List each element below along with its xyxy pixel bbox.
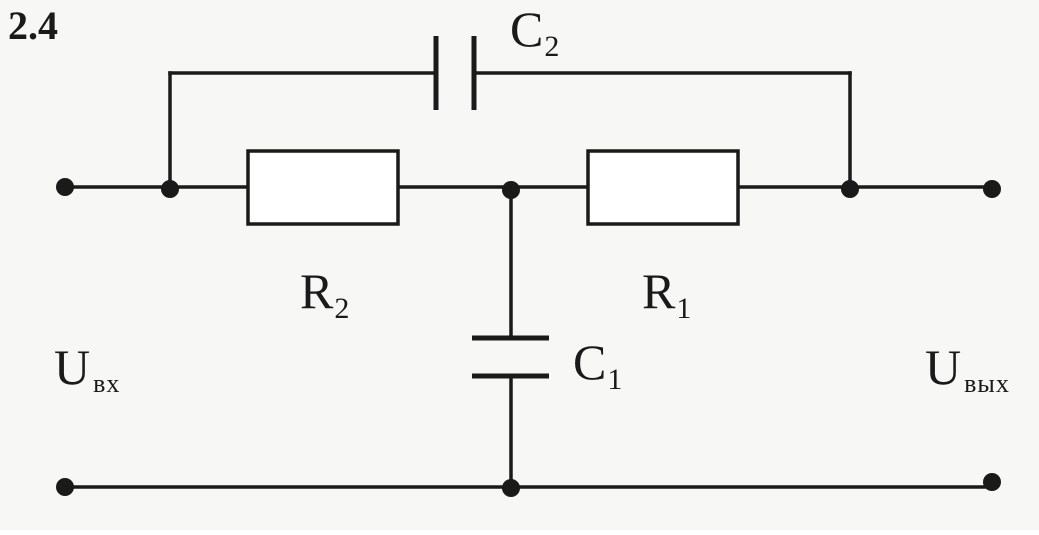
- terminal-output-top: [983, 180, 1001, 198]
- label-r2: R2: [300, 263, 349, 324]
- label-r1-letter: R: [642, 263, 676, 319]
- terminal-output-bottom: [983, 473, 1001, 491]
- junction-c2-right: [841, 180, 859, 198]
- label-c2-index: 2: [544, 30, 560, 63]
- junction-ground: [502, 479, 520, 497]
- label-c1: C1: [573, 334, 622, 395]
- resistor-r2: [246, 149, 400, 226]
- label-c1-index: 1: [607, 363, 623, 396]
- label-r2-letter: R: [300, 263, 334, 319]
- junction-center: [502, 181, 520, 199]
- label-c2-letter: C: [510, 1, 544, 57]
- junction-c2-left: [161, 180, 179, 198]
- label-c2: C2: [510, 1, 559, 62]
- label-input-voltage-letter: U: [54, 339, 91, 395]
- label-r1-index: 1: [676, 292, 692, 325]
- figure-number: 2.4: [8, 3, 58, 48]
- label-output-voltage-letter: U: [925, 339, 962, 395]
- label-output-voltage-index: вых: [964, 369, 1010, 398]
- resistor-r1: [586, 149, 740, 226]
- label-r2-index: 2: [334, 292, 350, 325]
- label-c1-letter: C: [573, 334, 607, 390]
- label-r1: R1: [642, 263, 691, 324]
- terminal-input-top: [56, 178, 74, 196]
- label-input-voltage-index: вх: [93, 369, 121, 398]
- terminal-input-bottom: [56, 478, 74, 496]
